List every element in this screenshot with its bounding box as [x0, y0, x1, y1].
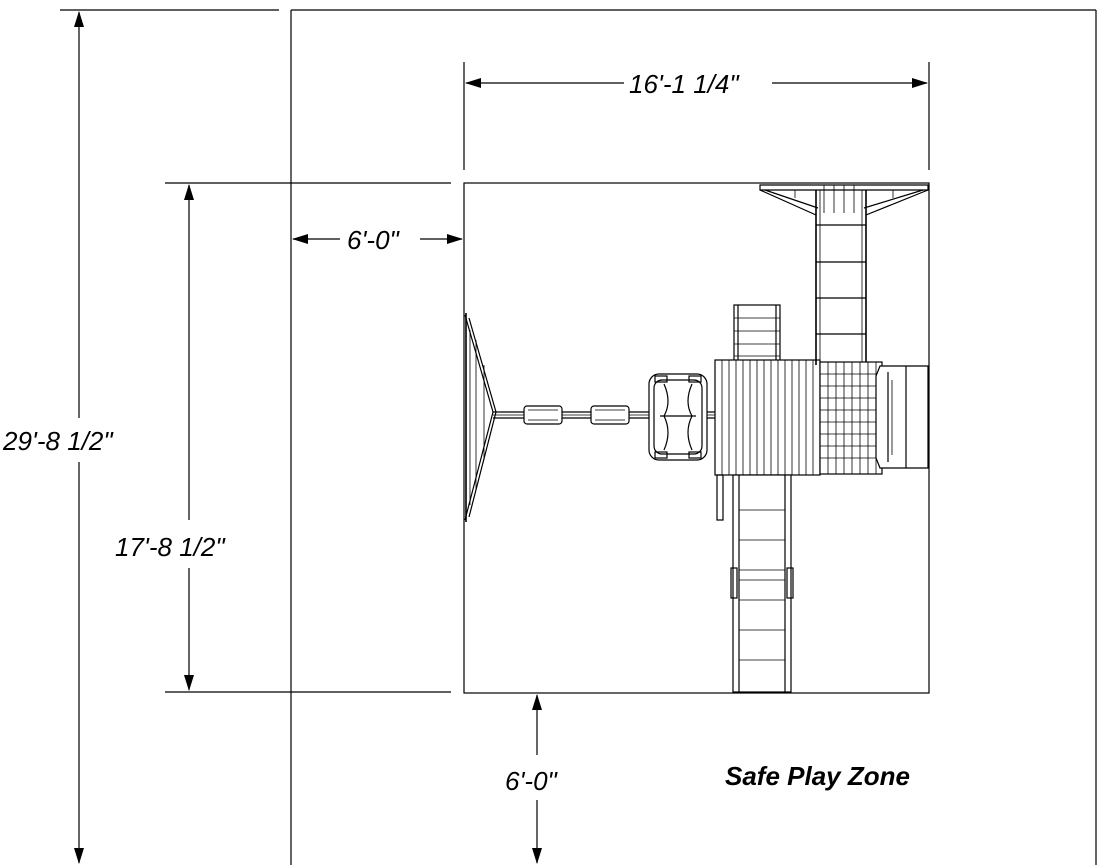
wave-slide	[730, 474, 794, 693]
bottom-clearance-label: 6'-0"	[505, 766, 559, 796]
safe-play-zone-label: Safe Play Zone	[725, 761, 910, 791]
glider-swing	[648, 373, 708, 461]
monkey-bars	[815, 190, 867, 365]
swing-seat-2	[590, 405, 630, 425]
monkey-bar-a-frame	[759, 184, 929, 216]
playset-footprint	[463, 182, 930, 694]
playset-structure	[464, 184, 929, 693]
side-panel	[875, 365, 929, 469]
set-width-dimension	[463, 62, 930, 170]
set-height-dimension	[165, 182, 451, 693]
left-clearance-label: 6'-0"	[347, 225, 401, 255]
overall-height-dimension	[60, 9, 279, 864]
overall-height-label: 29'-8 1/2"	[2, 426, 114, 456]
main-deck	[714, 359, 821, 521]
swing-seat-1	[523, 405, 563, 425]
entry-ladder	[733, 304, 781, 364]
swing-a-frame	[464, 313, 497, 522]
safe-zone-boundary	[290, 9, 1097, 865]
set-width-label: 16'-1 1/4"	[629, 69, 740, 99]
set-height-label: 17'-8 1/2"	[115, 532, 226, 562]
upper-deck-grid	[819, 361, 883, 475]
